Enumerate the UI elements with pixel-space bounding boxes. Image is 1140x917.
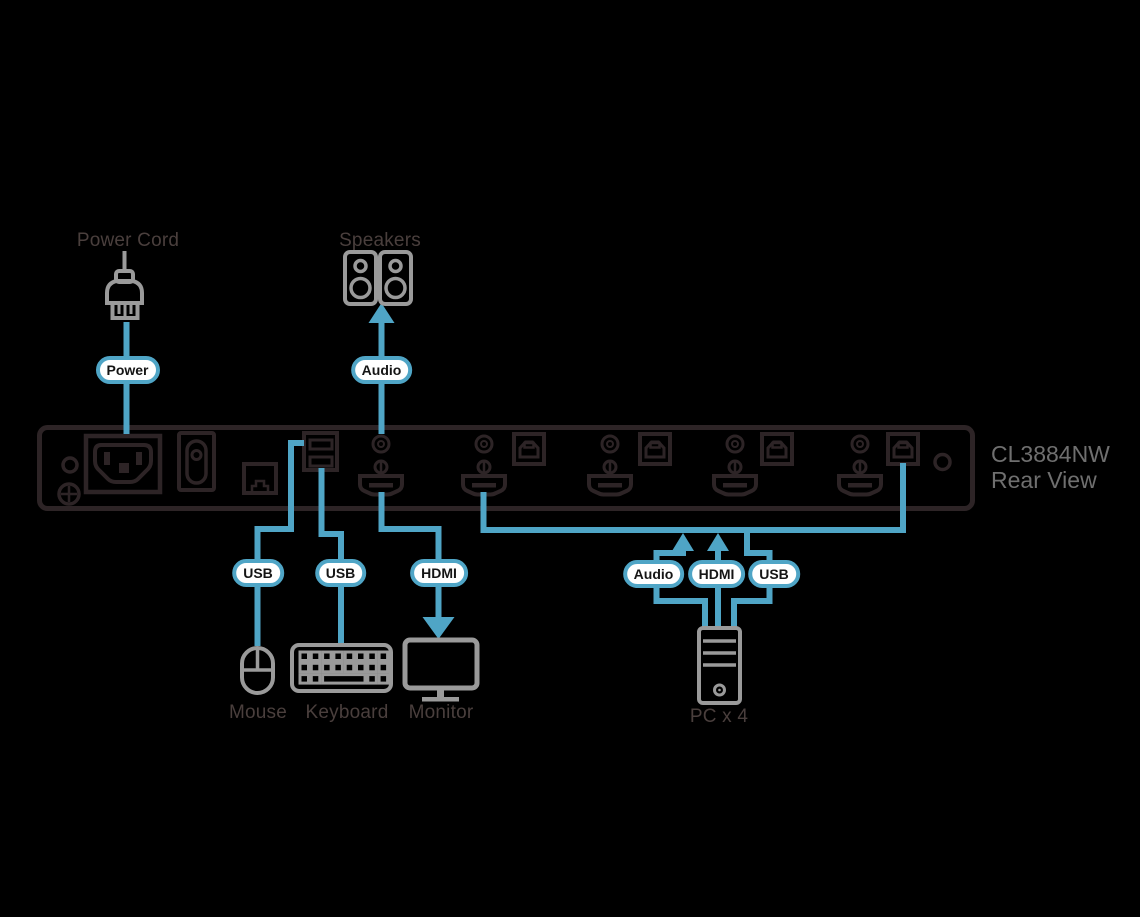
model-name: CL3884NW (991, 441, 1110, 467)
mouse-icon (240, 646, 275, 695)
speakers-arrowhead (368, 303, 395, 323)
monitor-icon (402, 637, 480, 702)
keyboard-cable-line (318, 468, 344, 645)
usb-b-port-pc4 (886, 432, 920, 466)
panel-hole-right (933, 452, 952, 472)
grounding-screw (57, 482, 81, 506)
mouse-cable-line (254, 440, 304, 646)
pc-audio-arrowhead (672, 533, 694, 551)
hdmi-monitor-pill: HDMI (410, 559, 468, 587)
pc-tower-icon (697, 626, 742, 705)
speakers-label: Speakers (339, 230, 421, 251)
ac-power-inlet (83, 433, 163, 495)
usb-b-port-pc3 (760, 432, 794, 466)
pc-bus-cable-line (480, 463, 906, 533)
pc-label: PC x 4 (689, 706, 749, 727)
audio-hdmi-port-groups (358, 434, 883, 497)
cable-arrowheads (368, 303, 729, 639)
model-view: Rear View (991, 467, 1097, 493)
pc-hdmi-arrowhead (707, 533, 729, 551)
pc-usb-up-line (744, 533, 773, 565)
pc-audio-pill: Audio (622, 560, 685, 588)
lan-port (242, 462, 278, 495)
pc-hdmi-pill: HDMI (687, 560, 746, 588)
pc-audio-down-line (653, 584, 708, 629)
pc-usb-pill: USB (748, 560, 800, 588)
monitor-cable-line (378, 492, 442, 620)
model-title: CL3884NW Rear View (991, 441, 1110, 493)
usb-b-ports (512, 432, 920, 466)
device-icons (105, 250, 742, 705)
usb-b-port-pc1 (512, 432, 546, 466)
pc-usb-down-line (731, 584, 773, 629)
keyboard-icon (290, 643, 393, 693)
power-plug-icon (105, 251, 144, 320)
usb-keyboard-pill: USB (314, 559, 367, 587)
speakers-icon (343, 250, 413, 306)
console-usb-ports (302, 431, 339, 472)
power-switch (177, 431, 216, 492)
port-group-pc1 (461, 434, 507, 497)
mouse-label: Mouse (228, 702, 288, 723)
audio-out-pill: Audio (350, 356, 413, 384)
panel-hole-left (61, 456, 79, 474)
monitor-label: Monitor (408, 702, 474, 723)
usb-b-port-pc2 (638, 432, 672, 466)
port-group-pc4 (837, 434, 883, 497)
keyboard-label: Keyboard (305, 702, 389, 723)
panel-outline (37, 425, 975, 511)
power-cord-label: Power Cord (76, 230, 180, 251)
usb-mouse-pill: USB (232, 559, 284, 587)
monitor-arrowhead (422, 617, 455, 639)
port-group-console (358, 434, 404, 497)
port-group-pc2 (587, 434, 633, 497)
kvm-rear-panel (37, 425, 975, 511)
power-pill: Power (95, 356, 160, 384)
port-group-pc3 (712, 434, 758, 497)
